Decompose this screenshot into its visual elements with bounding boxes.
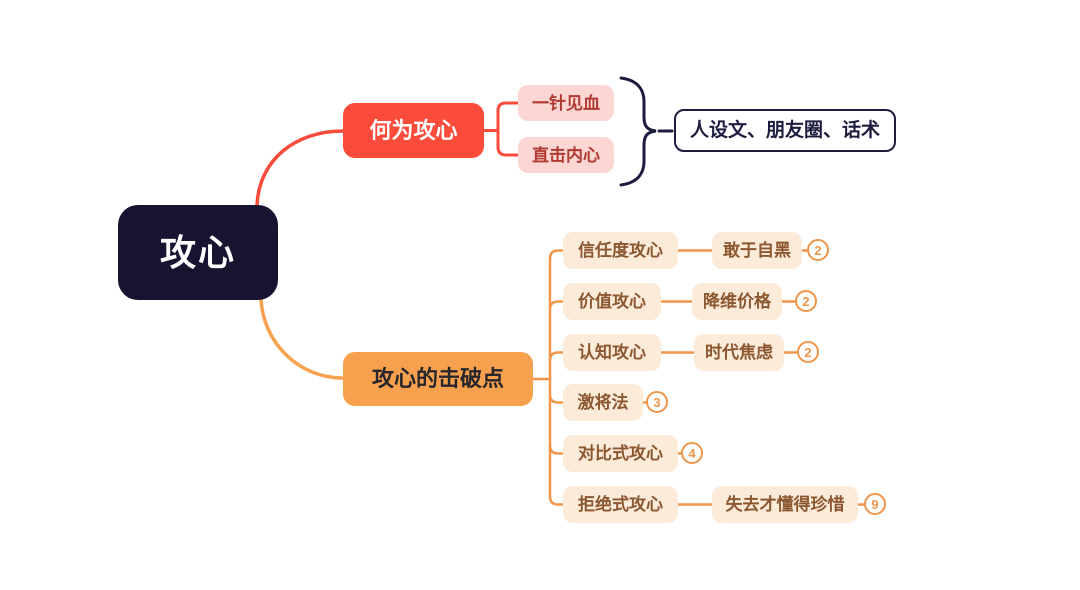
rejection-attack-node[interactable]: 拒绝式攻心 <box>563 486 678 523</box>
count-badge-2[interactable]: 2 <box>795 290 817 312</box>
edge-branch1-child1 <box>496 101 520 132</box>
summary-brace <box>619 76 657 187</box>
edge-child-6 <box>548 495 565 506</box>
value-attack-node[interactable]: 价值攻心 <box>563 283 661 320</box>
lose-to-cherish-node[interactable]: 失去才懂得珍惜 <box>712 486 858 523</box>
edge-branch1-child2 <box>496 129 520 157</box>
edge-root-branch1 <box>255 129 345 207</box>
self-mock-node[interactable]: 敢于自黑 <box>712 232 802 269</box>
edge-root-branch2 <box>259 297 345 380</box>
cognition-attack-node[interactable]: 认知攻心 <box>563 334 661 371</box>
count-badge-1[interactable]: 2 <box>807 239 829 261</box>
count-badge-6[interactable]: 9 <box>864 493 886 515</box>
edge-child-4 <box>548 393 565 404</box>
hit-heart-node[interactable]: 直击内心 <box>518 137 614 173</box>
trust-attack-node[interactable]: 信任度攻心 <box>563 232 678 269</box>
edge-child-3 <box>548 351 565 362</box>
edge-child-2 <box>548 300 565 311</box>
summary-box[interactable]: 人设文、朋友圈、话术 <box>674 109 896 152</box>
breakthrough-points-node[interactable]: 攻心的击破点 <box>343 352 533 406</box>
provoke-method-node[interactable]: 激将法 <box>563 384 643 421</box>
what-is-gongxin-node[interactable]: 何为攻心 <box>343 103 484 158</box>
root-node[interactable]: 攻心 <box>118 205 278 300</box>
era-anxiety-node[interactable]: 时代焦虑 <box>694 334 784 371</box>
price-reduction-node[interactable]: 降维价格 <box>692 283 782 320</box>
contrast-attack-node[interactable]: 对比式攻心 <box>563 435 678 472</box>
edge-child-1 <box>548 249 565 260</box>
one-needle-node[interactable]: 一针见血 <box>518 85 614 121</box>
count-badge-4[interactable]: 3 <box>646 391 668 413</box>
edge-child-5 <box>548 444 565 455</box>
count-badge-3[interactable]: 2 <box>797 341 819 363</box>
count-badge-5[interactable]: 4 <box>681 442 703 464</box>
